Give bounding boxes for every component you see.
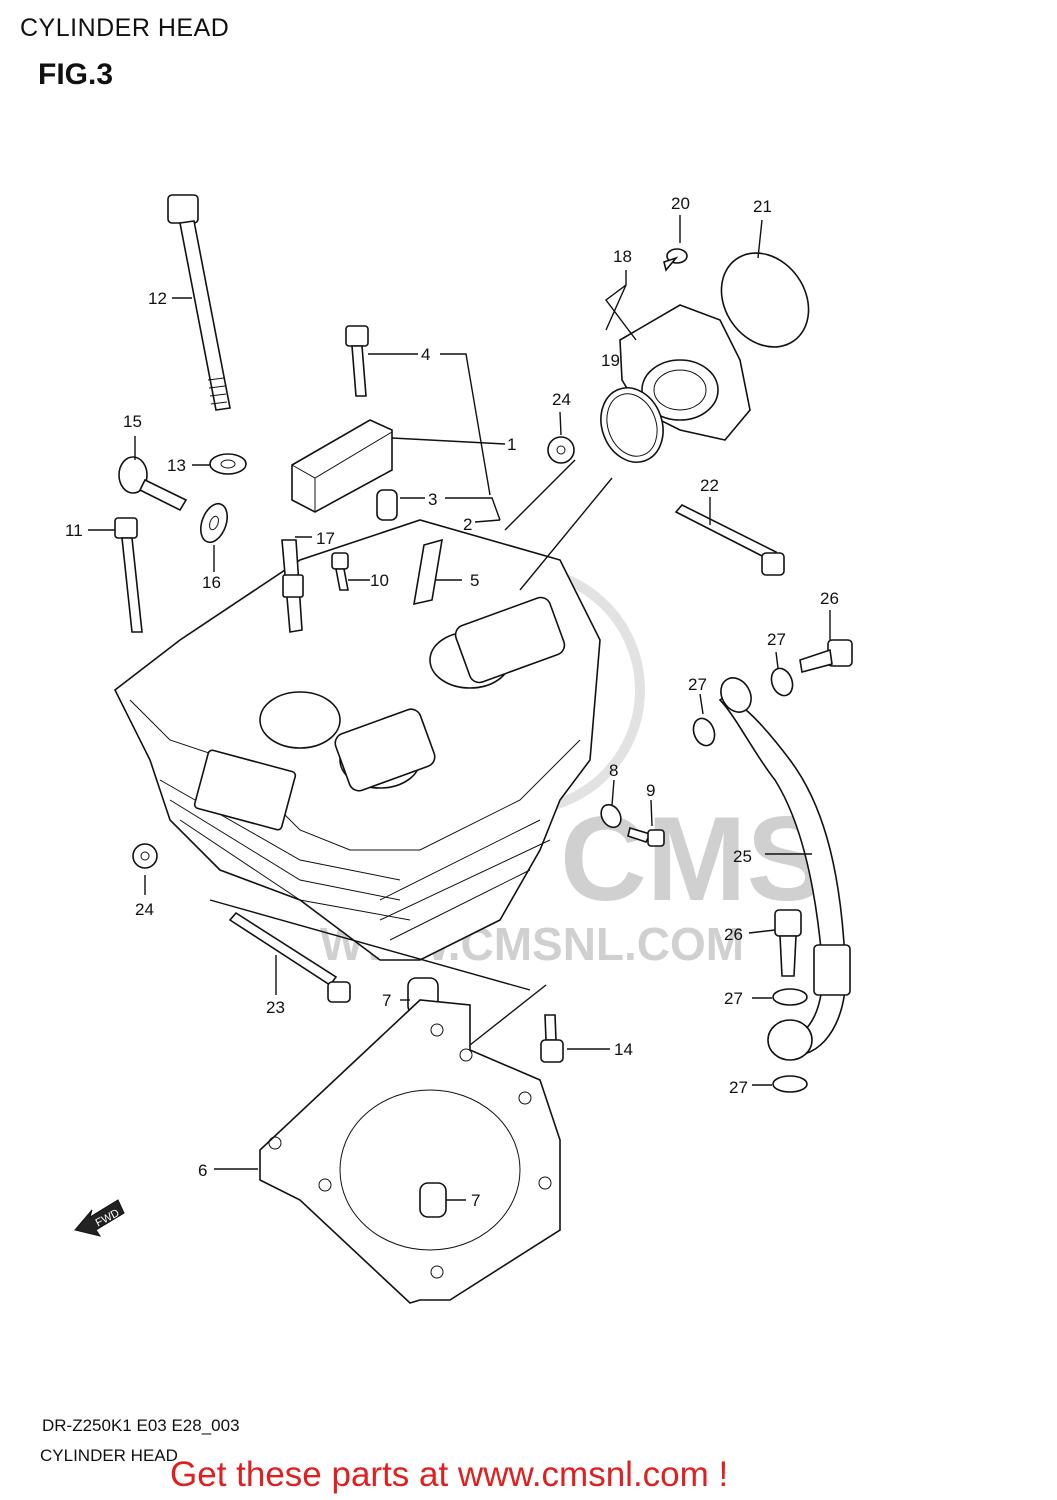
washers-27 (692, 667, 808, 1093)
callout-3: 3 (428, 490, 437, 509)
callout-11: 11 (65, 521, 83, 540)
diagram-subtitle: CYLINDER HEAD (40, 1446, 178, 1465)
nut-24-lower (132, 843, 158, 869)
dowel-3 (376, 489, 398, 521)
bolt-26-upper (799, 639, 853, 673)
callout-27-a: 27 (767, 630, 786, 649)
callout-14: 14 (614, 1040, 633, 1059)
callout-4: 4 (421, 345, 430, 364)
forward-arrow-icon: FWD (74, 1199, 125, 1237)
callout-7-lower: 7 (471, 1191, 480, 1210)
figure-label: FIG.3 (38, 58, 114, 91)
callout-27-d: 27 (729, 1078, 748, 1097)
bolt-22 (674, 504, 785, 576)
callout-21: 21 (753, 197, 772, 216)
callout-7-upper: 7 (382, 991, 391, 1010)
bolt-26-lower (774, 909, 802, 977)
leader-lines (88, 215, 831, 1201)
page-title: CYLINDER HEAD (20, 14, 230, 42)
callout-5: 5 (470, 571, 479, 590)
screw-20 (663, 248, 688, 272)
bolt-9 (627, 826, 665, 847)
callout-26-lower: 26 (724, 925, 743, 944)
callout-9: 9 (646, 781, 655, 800)
callout-13: 13 (167, 456, 186, 475)
bolt-23 (228, 911, 351, 1003)
callout-12: 12 (148, 289, 167, 308)
callout-1: 1 (507, 435, 516, 454)
callout-10: 10 (370, 571, 389, 590)
bolt-4 (345, 325, 369, 397)
callout-27-b: 27 (688, 675, 707, 694)
callout-2: 2 (463, 515, 472, 534)
guide-5 (413, 538, 443, 606)
callout-6: 6 (198, 1161, 207, 1180)
cylinder-gasket (259, 999, 561, 1304)
watermark-logo: CMS (560, 792, 827, 926)
bolt-10 (331, 552, 349, 591)
diagram-code: DR-Z250K1 E03 E28_003 (42, 1416, 240, 1435)
callout-18: 18 (613, 247, 632, 266)
callout-17: 17 (316, 529, 335, 548)
callout-27-c: 27 (724, 989, 743, 1008)
bolt-11 (114, 517, 143, 633)
nut-24-upper (547, 436, 575, 464)
callout-23: 23 (266, 998, 285, 1017)
spark-plug (281, 539, 304, 633)
callout-19: 19 (601, 351, 620, 370)
callout-24-upper: 24 (552, 390, 571, 409)
callout-labels: 1 2 3 4 5 6 7 7 8 9 10 11 12 13 14 15 16… (65, 194, 839, 1210)
promo-link[interactable]: Get these parts at www.cmsnl.com ! (170, 1455, 729, 1494)
fwd-label: FWD (94, 1207, 122, 1229)
camshaft-holder (291, 419, 393, 513)
o-ring-19 (600, 387, 664, 463)
bolt-14 (540, 1014, 564, 1063)
callout-16: 16 (202, 573, 221, 592)
callout-15: 15 (123, 412, 142, 431)
washer-13 (209, 453, 247, 475)
washer-8 (600, 803, 622, 829)
oil-pipe (718, 677, 851, 1061)
callout-22: 22 (700, 476, 719, 495)
cylinder-head-body (113, 519, 601, 961)
callout-25: 25 (733, 847, 752, 866)
long-stud-bolt (167, 194, 231, 411)
bolt-15 (118, 456, 188, 512)
washer-16 (200, 502, 228, 544)
callout-26-upper: 26 (820, 589, 839, 608)
watermark: CMS WWW.CMSNL.COM (320, 565, 827, 970)
callout-20: 20 (671, 194, 690, 213)
callout-24-lower: 24 (135, 900, 154, 919)
callout-8: 8 (609, 761, 618, 780)
